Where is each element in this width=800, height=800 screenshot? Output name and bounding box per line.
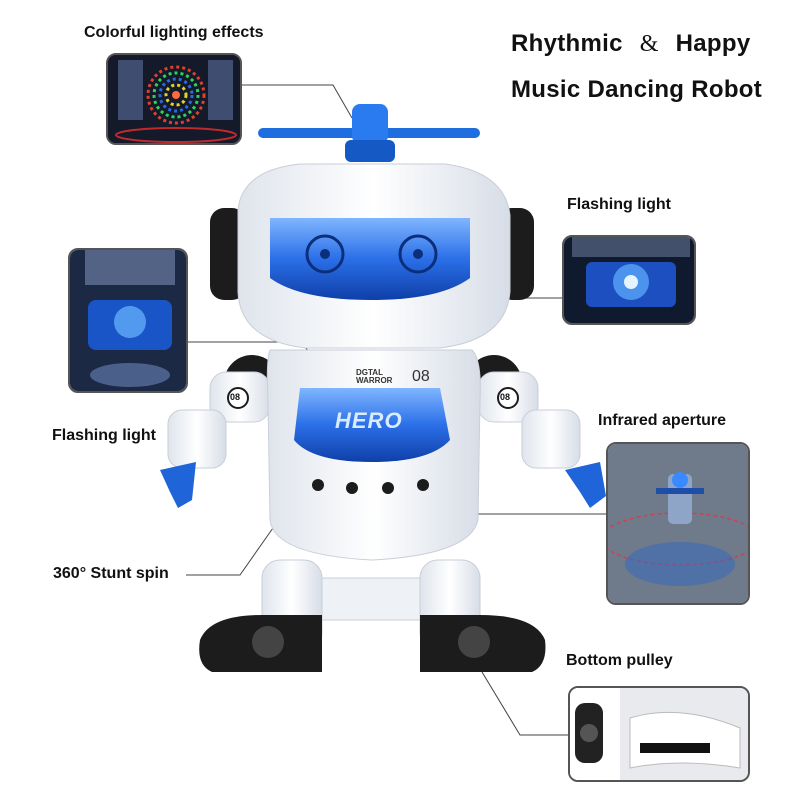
title-word-happy: Happy [675,30,751,57]
pulley-photo [570,688,748,780]
label-stunt-spin: 360° Stunt spin [53,565,169,582]
robot-torso [266,349,481,561]
label-bottom-pulley: Bottom pulley [566,652,673,669]
inset-flashing-light-left [68,248,188,393]
leader-pulley [481,671,568,736]
label-infrared-aperture: Infrared aperture [598,412,727,429]
inset-bottom-pulley [568,686,750,782]
leader-stunt [186,517,281,576]
infrared-circle-photo [608,444,748,603]
label-colorful-lighting: Colorful lighting effects [84,24,264,41]
title-line-1: Rhythmic & Happy [511,30,751,58]
title-word-rhythmic: Rhythmic [511,30,623,57]
title-line-2: Music Dancing Robot [511,76,763,103]
spinning-lights-photo [108,55,240,143]
robot-model-label: DGTAL WARROR [356,368,393,385]
title-ampersand: & [639,31,659,57]
propeller [258,104,480,162]
robot-arm-badge-right: 08 [500,392,511,402]
label-flashing-light-left: Flashing light [52,427,156,444]
robot-head [210,163,534,349]
torso-light-photo [70,250,186,391]
inset-infrared-aperture [606,442,750,605]
robot-model-small: DGTAL WARROR [356,369,416,385]
robot-hero-badge: HERO [335,408,403,433]
leader-lighting [242,84,353,119]
inset-colorful-lighting [106,53,242,145]
robot-model-number: 08 [412,368,430,385]
robot-legs [199,559,546,672]
inset-flashing-light-right [562,235,696,325]
chest-light-photo [564,237,694,323]
label-flashing-light-right: Flashing light [567,196,671,213]
robot-arm-badge-left: 08 [230,392,241,402]
